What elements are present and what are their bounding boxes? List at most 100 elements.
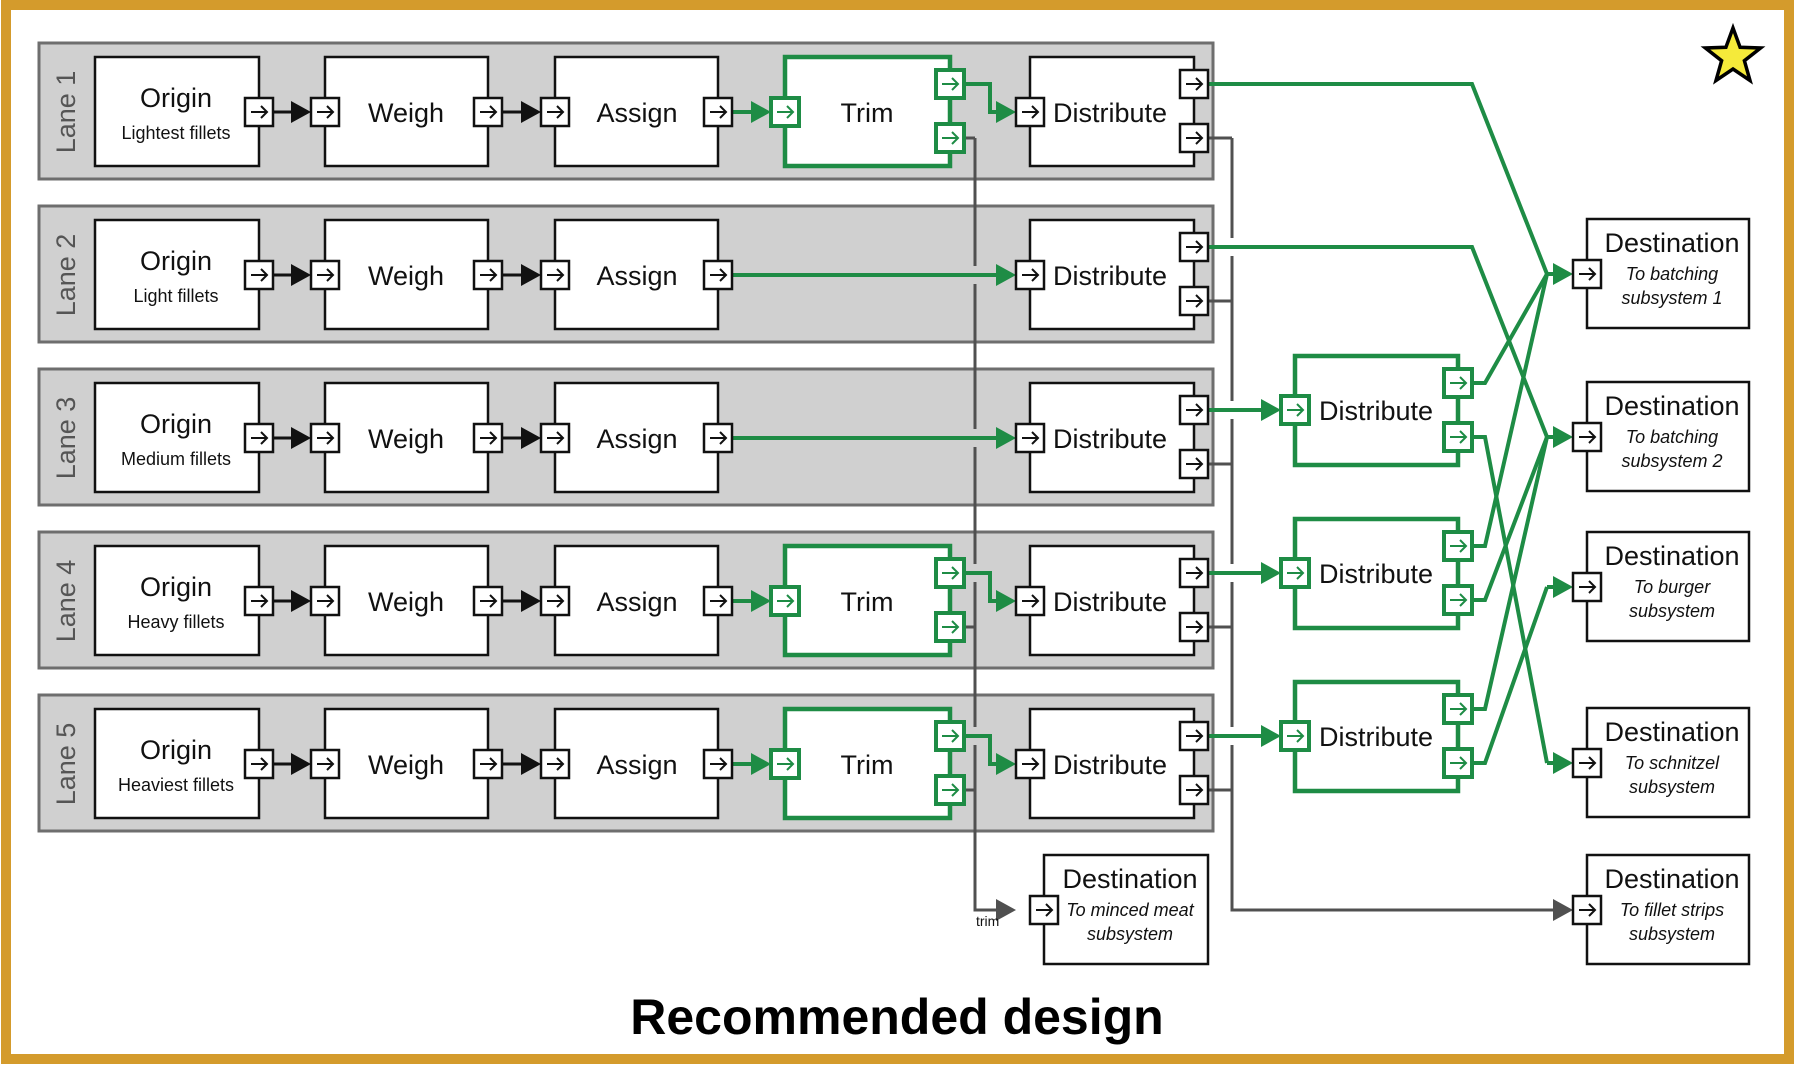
distribute-output-port-main[interactable] (1178, 557, 1210, 589)
distribute-input-port[interactable] (1014, 422, 1046, 454)
weigh-block[interactable]: Weigh (323, 707, 490, 820)
secondary-output-port-2[interactable] (1442, 421, 1474, 453)
distribute-block[interactable]: Distribute (1028, 544, 1196, 657)
arrow-right-icon (547, 757, 565, 771)
secondary-output-port-1[interactable] (1442, 693, 1474, 725)
destination-input-port[interactable] (1571, 747, 1603, 779)
weigh-block[interactable]: Weigh (323, 544, 490, 657)
destination-input-port[interactable] (1571, 258, 1603, 290)
destination-input-port[interactable] (1028, 894, 1060, 926)
trim-block[interactable]: Trim (782, 54, 953, 169)
distribute-output-port-main[interactable] (1178, 720, 1210, 752)
secondary-output-port-1[interactable] (1442, 367, 1474, 399)
secondary-distribute-block[interactable]: Distribute (1279, 353, 1474, 468)
assign-input-port[interactable] (539, 259, 571, 291)
trim-input-port[interactable] (769, 585, 801, 617)
secondary-input-port[interactable] (1279, 394, 1311, 426)
route-lane2-to-batching2 (1208, 245, 1549, 438)
assign-output-port[interactable] (702, 585, 734, 617)
distribute-output-port-side[interactable] (1178, 122, 1210, 154)
origin-output-port[interactable] (243, 96, 275, 128)
secondary-input-port[interactable] (1279, 557, 1311, 589)
assign-input-port[interactable] (539, 422, 571, 454)
assign-input-port[interactable] (539, 748, 571, 780)
distribute-output-port-main[interactable] (1178, 231, 1210, 263)
distribute-output-port-main[interactable] (1178, 68, 1210, 100)
weigh-output-port[interactable] (472, 96, 504, 128)
distribute-input-port[interactable] (1014, 585, 1046, 617)
trim-output-port-main[interactable] (934, 557, 966, 589)
secondary-output-port-2[interactable] (1442, 584, 1474, 616)
weigh-block[interactable]: Weigh (323, 55, 490, 168)
weigh-input-port[interactable] (309, 748, 341, 780)
origin-output-port[interactable] (243, 259, 275, 291)
distribute-output-port-side[interactable] (1178, 448, 1210, 480)
secondary-input-port[interactable] (1279, 720, 1311, 752)
destination-input-port[interactable] (1571, 894, 1603, 926)
trim-output-port-main[interactable] (934, 720, 966, 752)
trim-output-port-trim[interactable] (934, 122, 966, 154)
secondary-distribute-block[interactable]: Distribute (1279, 516, 1474, 631)
assign-block[interactable]: Assign (553, 218, 720, 331)
assign-block[interactable]: Assign (553, 55, 720, 168)
assign-output-port[interactable] (702, 422, 734, 454)
trim-input-port[interactable] (769, 96, 801, 128)
assign-output-port[interactable] (702, 259, 734, 291)
distribute-input-port[interactable] (1014, 748, 1046, 780)
weigh-input-port[interactable] (309, 259, 341, 291)
distribute-input-port[interactable] (1014, 96, 1046, 128)
trim-block[interactable]: Trim (782, 706, 953, 821)
distribute-output-port-side[interactable] (1178, 774, 1210, 806)
distribute-output-port-main[interactable] (1178, 394, 1210, 426)
assign-input-port[interactable] (539, 585, 571, 617)
arrow-right-icon (317, 757, 335, 771)
distribute-input-port[interactable] (1014, 259, 1046, 291)
weigh-output-port[interactable] (472, 259, 504, 291)
distribute-block[interactable]: Distribute (1028, 381, 1196, 494)
distribute-block[interactable]: Distribute (1028, 218, 1196, 331)
destination-input-port[interactable] (1571, 571, 1603, 603)
origin-output-port[interactable] (243, 422, 275, 454)
arrowhead (751, 590, 771, 612)
destination-input-port[interactable] (1571, 421, 1603, 453)
weigh-output-port[interactable] (472, 422, 504, 454)
weigh-output-port[interactable] (472, 585, 504, 617)
weigh-block[interactable]: Weigh (323, 381, 490, 494)
origin-output-port[interactable] (243, 748, 275, 780)
trim-input-port[interactable] (769, 748, 801, 780)
distribute-block[interactable]: Distribute (1028, 707, 1196, 820)
assign-block[interactable]: Assign (553, 381, 720, 494)
assign-output-port[interactable] (702, 96, 734, 128)
secondary-distribute-block[interactable]: Distribute (1279, 679, 1474, 794)
weigh-input-port[interactable] (309, 422, 341, 454)
assign-block[interactable]: Assign (553, 544, 720, 657)
distribute-output-port-side[interactable] (1178, 285, 1210, 317)
assign-input-port[interactable] (539, 96, 571, 128)
origin-output-port[interactable] (243, 585, 275, 617)
trim-output-port-trim[interactable] (934, 774, 966, 806)
assign-block[interactable]: Assign (553, 707, 720, 820)
weigh-input-port[interactable] (309, 96, 341, 128)
weigh-input-port[interactable] (309, 585, 341, 617)
secondary-output-port-1[interactable] (1442, 530, 1474, 562)
trim-output-port-main[interactable] (934, 68, 966, 100)
trim-block[interactable]: Trim (782, 543, 953, 658)
weigh-block[interactable]: Weigh (323, 218, 490, 331)
distribute-block[interactable]: Distribute (1028, 55, 1196, 168)
secondary-output-port-2[interactable] (1442, 747, 1474, 779)
distribute-output-port-side[interactable] (1178, 611, 1210, 643)
assign-output-port[interactable] (702, 748, 734, 780)
weigh-output-port[interactable] (472, 748, 504, 780)
trim-output-port-trim[interactable] (934, 611, 966, 643)
